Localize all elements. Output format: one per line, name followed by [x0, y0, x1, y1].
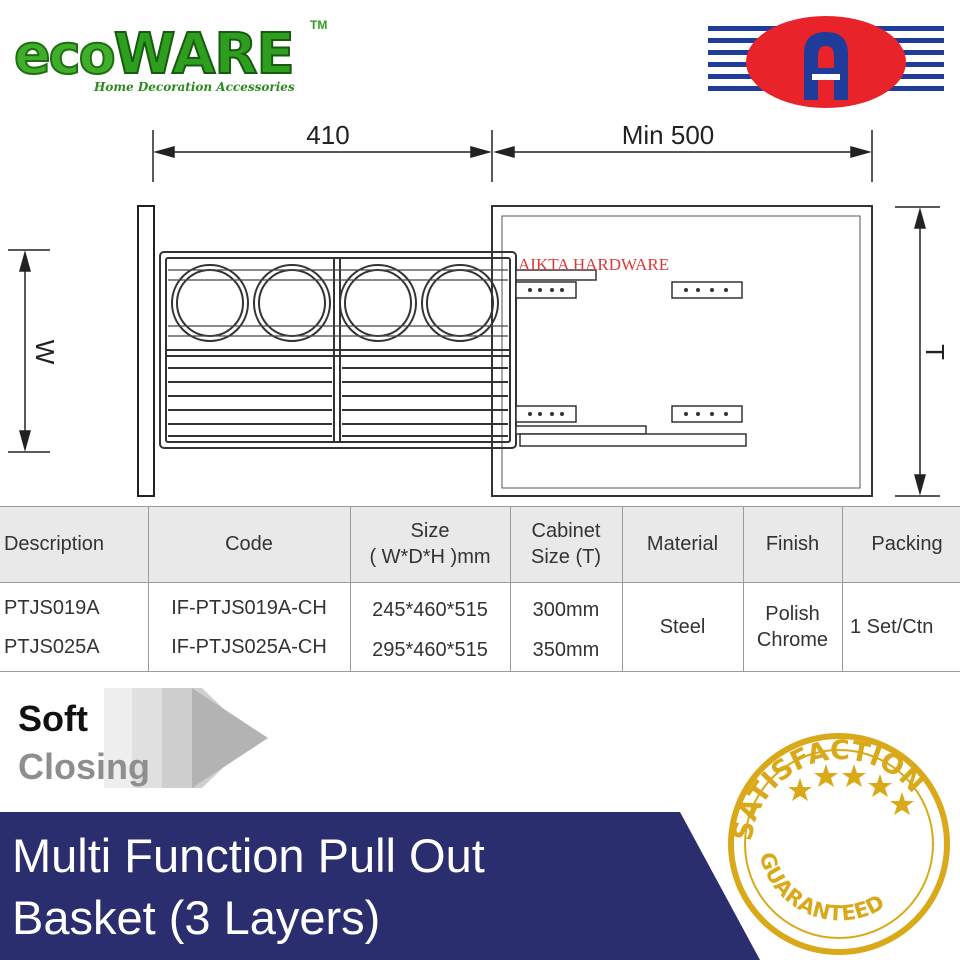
watermark-text: AIKTA HARDWARE: [518, 255, 669, 274]
header-size: Size ( W*D*H )mm: [350, 506, 510, 582]
depth-dimension-label: Min 500: [622, 120, 715, 150]
side-label-w: W: [30, 340, 60, 365]
trademark-mark: TM: [310, 18, 328, 32]
aikta-a-logo-icon: [708, 16, 944, 108]
packing-value: 1 Set/Ctn: [850, 615, 934, 638]
header-size-line1: Size: [410, 520, 450, 542]
technical-drawing: 410 Min 500 W T: [8, 120, 950, 497]
row2-size: 295*460*515: [372, 639, 488, 661]
row1-code: IF-PTJS019A-CH: [171, 597, 327, 619]
header-cabinet-line1: Cabinet: [531, 520, 601, 542]
finish-value: Polish Chrome: [743, 582, 842, 671]
satisfaction-guaranteed-seal-icon: SATISFACTION GUARANTEED: [727, 726, 950, 955]
row2-description: PTJS025A: [4, 636, 100, 658]
seal-top-text: SATISFACTION: [727, 726, 935, 866]
header-finish: Finish: [765, 533, 820, 555]
side-label-t: T: [920, 344, 950, 360]
table-header-bg: [0, 506, 960, 582]
svg-text:SATISFACTION: SATISFACTION: [727, 726, 935, 866]
row1-cabinet: 300mm: [532, 599, 600, 621]
seal-bottom-text: GUARANTEED: [746, 846, 894, 933]
brand-tagline: Home Decoration Accessories: [94, 80, 295, 94]
banner-title-line1: Multi Function Pull Out: [12, 829, 485, 882]
finish-line1: Polish: [765, 602, 820, 625]
header-cabinet-line2: Size (T): [531, 546, 601, 568]
ecoware-logo: ecoWARE TM Home Decoration Accessories: [13, 18, 327, 94]
soft-closing-line2: Closing: [18, 746, 150, 787]
header-description: Description: [3, 533, 105, 555]
header-cabinet-size: Cabinet Size (T): [510, 506, 622, 582]
banner-title-line2: Basket (3 Layers): [12, 891, 381, 944]
brand-name-ware: WARE: [113, 21, 296, 88]
row2-code: IF-PTJS025A-CH: [171, 636, 327, 658]
finish-line2: Chrome: [756, 628, 829, 651]
header-code: Code: [225, 533, 273, 555]
soft-closing-arrows-icon: [104, 688, 268, 788]
row1-description: PTJS019A: [4, 597, 100, 619]
brand-name-eco: eco: [13, 22, 117, 87]
title-banner-bg: [0, 812, 760, 960]
header-size-line2: ( W*D*H )mm: [369, 546, 491, 568]
row1-size: 245*460*515: [372, 599, 488, 621]
width-dimension-label: 410: [306, 120, 349, 150]
material-value: Steel: [659, 615, 706, 638]
header-packing: Packing: [871, 533, 943, 555]
svg-text:GUARANTEED: GUARANTEED: [746, 846, 894, 933]
header-material: Material: [646, 533, 719, 555]
soft-closing-line1: Soft: [18, 698, 88, 739]
row2-cabinet: 350mm: [532, 639, 600, 661]
spec-table: Description Code Size ( W*D*H )mm Cabine…: [0, 506, 960, 672]
